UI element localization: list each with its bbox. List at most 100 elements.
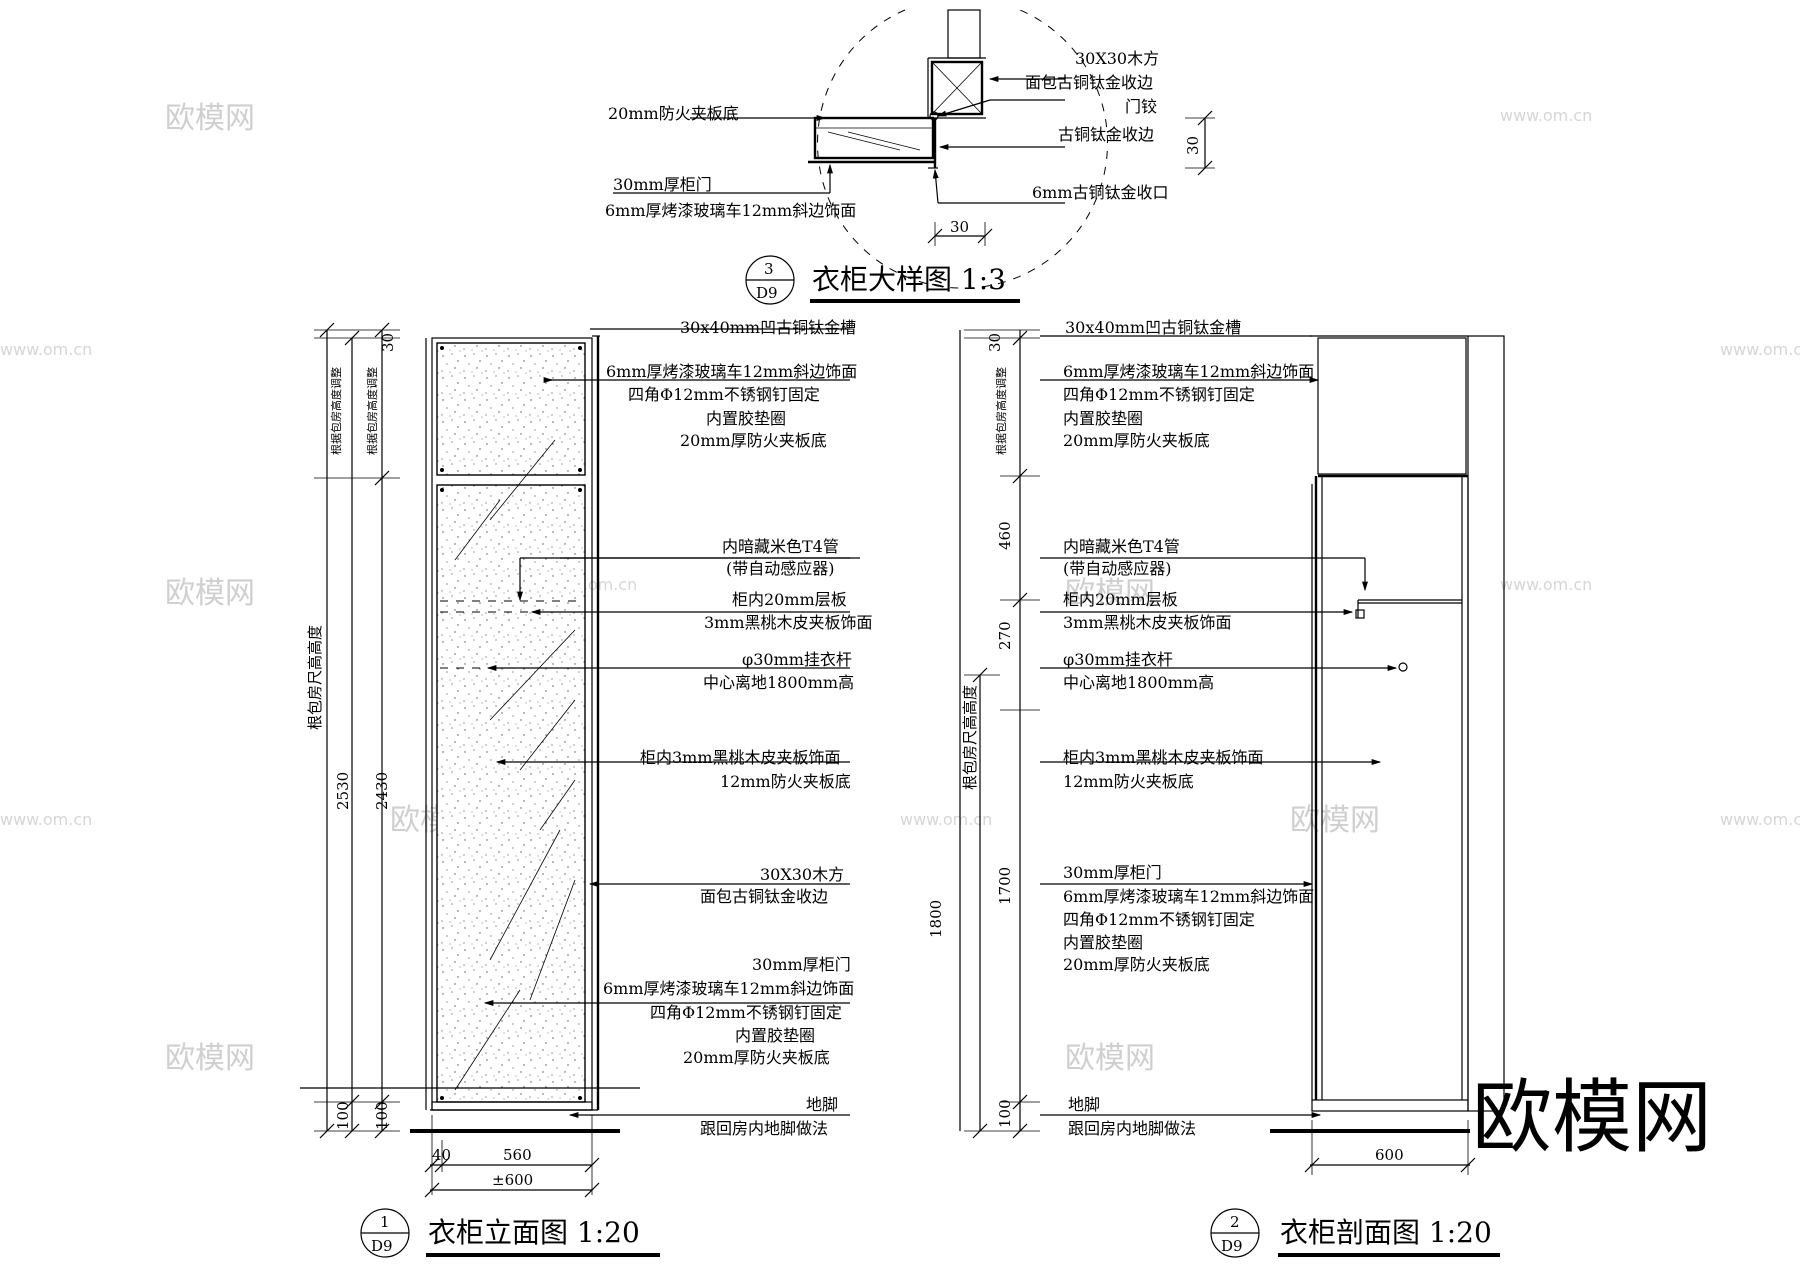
elev-label-door-4: 内置胶垫圈 bbox=[735, 1026, 815, 1045]
watermark-url: www.om.cn bbox=[0, 340, 92, 359]
elev-dim-560: 560 bbox=[503, 1146, 532, 1164]
sec-label-base-1: 地脚 bbox=[1068, 1095, 1100, 1114]
elev-dim-600: ±600 bbox=[492, 1171, 533, 1189]
detail-label-bronze-trim: 6mm古铜钛金收口 bbox=[1032, 183, 1169, 202]
top-bulkhead bbox=[1317, 337, 1467, 475]
elev-label-veneer-1: 柜内3mm黑桃木皮夹板饰面 bbox=[640, 748, 841, 767]
elev-dim-2530: 2530 bbox=[334, 772, 352, 810]
detail-label-wood-square: 30X30木方 bbox=[1075, 49, 1159, 68]
sec-label-rod-2: 中心离地1800mm高 bbox=[1063, 673, 1214, 692]
sec-label-door-2: 6mm厚烤漆玻璃车12mm斜边饰面 bbox=[1063, 887, 1314, 906]
sec-vlabel-room-height: 根包房尺高高度 bbox=[961, 685, 979, 790]
detail-dim-30-h: 30 bbox=[950, 218, 969, 236]
elev-label-door-2: 6mm厚烤漆玻璃车12mm斜边饰面 bbox=[603, 979, 854, 998]
watermark-url: www.om.cn bbox=[1500, 106, 1592, 125]
elev-label-door-3: 四角Φ12mm不锈钢钉固定 bbox=[650, 1003, 842, 1022]
elev-vlabel-room-height: 根包房尺高高度 bbox=[306, 625, 324, 730]
sec-label-veneer-1: 柜内3mm黑桃木皮夹板饰面 bbox=[1063, 748, 1264, 767]
sec-label-door-1: 30mm厚柜门 bbox=[1063, 863, 1162, 882]
sec-label-door-5: 20mm厚防火夹板底 bbox=[1063, 955, 1210, 974]
elev-label-rod-1: φ30mm挂衣杆 bbox=[742, 650, 852, 669]
watermark-logo: 欧模网 bbox=[165, 576, 255, 611]
elev-vlabel-adjust-1: 根据包房高度调整 bbox=[329, 367, 343, 455]
door-glass-panel bbox=[436, 484, 586, 1103]
detail-title: 衣柜大样图 1:3 bbox=[812, 263, 1006, 296]
hanging-rod bbox=[1398, 662, 1408, 672]
sec-dim-270: 270 bbox=[996, 621, 1014, 650]
elev-ref-num: 1 bbox=[380, 1213, 390, 1231]
elev-ref-sheet: D9 bbox=[371, 1237, 393, 1255]
elev-dim-100b: 100 bbox=[373, 1101, 391, 1130]
upper-glass-panel bbox=[436, 342, 586, 476]
watermark-url: www.om.cn bbox=[1720, 810, 1800, 829]
elev-label-glass-1: 6mm厚烤漆玻璃车12mm斜边饰面 bbox=[606, 362, 857, 381]
wall-stub bbox=[947, 9, 981, 59]
elev-label-shelf-1: 柜内20mm层板 bbox=[732, 590, 847, 609]
detail-label-door: 30mm厚柜门 bbox=[613, 175, 712, 194]
door-panel bbox=[813, 116, 935, 160]
sec-label-groove: 30x40mm凹古铜钛金槽 bbox=[1065, 318, 1241, 337]
elev-label-glass-4: 20mm厚防火夹板底 bbox=[680, 431, 827, 450]
elev-label-glass-3: 内置胶垫圈 bbox=[706, 409, 786, 428]
detail-ref-num: 3 bbox=[764, 260, 774, 278]
elev-label-t4-1: 内暗藏米色T4管 bbox=[722, 537, 839, 556]
elev-title: 衣柜立面图 1:20 bbox=[428, 1216, 640, 1249]
watermarks: 欧模网 欧模网 欧模网 欧模网 欧模网 欧模网 欧模网 www.om.cn ww… bbox=[0, 101, 1800, 1076]
sec-dim-460: 460 bbox=[996, 521, 1014, 550]
watermark-logo: 欧模网 bbox=[165, 101, 255, 136]
sec-label-t4-1: 内暗藏米色T4管 bbox=[1063, 537, 1180, 556]
sec-dim-100: 100 bbox=[996, 1099, 1014, 1128]
watermark-logo: 欧模网 bbox=[1065, 576, 1155, 611]
watermark-logo: 欧模网 bbox=[1065, 1041, 1155, 1076]
elev-label-wood-1: 30X30木方 bbox=[760, 865, 844, 884]
elevation-drawing: 40 560 ±600 2530 2430 30 100 100 根包房尺高高度… bbox=[300, 318, 873, 1258]
sec-vlabel-adjust: 根据包房高度调整 bbox=[994, 367, 1008, 455]
sec-label-shelf-1: 柜内20mm层板 bbox=[1063, 590, 1178, 609]
sec-label-shelf-2: 3mm黑桃木皮夹板饰面 bbox=[1063, 613, 1232, 632]
elev-label-glass-2: 四角Φ12mm不锈钢钉固定 bbox=[628, 385, 820, 404]
detail-dim-30-v: 30 bbox=[1184, 136, 1202, 155]
sec-ref-sheet: D9 bbox=[1221, 1237, 1243, 1255]
elev-dim-30: 30 bbox=[379, 333, 397, 352]
sec-title: 衣柜剖面图 1:20 bbox=[1280, 1216, 1492, 1249]
sec-label-veneer-2: 12mm防火夹板底 bbox=[1063, 772, 1194, 791]
detail-ref-sheet: D9 bbox=[756, 284, 778, 302]
watermark-url: www.om.cn bbox=[1500, 575, 1592, 594]
elev-dim-40: 40 bbox=[432, 1146, 451, 1164]
elev-label-groove: 30x40mm凹古铜钛金槽 bbox=[680, 318, 856, 337]
sec-label-door-4: 内置胶垫圈 bbox=[1063, 933, 1143, 952]
sec-label-rod-1: φ30mm挂衣杆 bbox=[1063, 650, 1173, 669]
elev-label-shelf-2: 3mm黑桃木皮夹板饰面 bbox=[704, 613, 873, 632]
watermark-url: www.om.cn bbox=[1720, 340, 1800, 359]
sec-ref-num: 2 bbox=[1230, 1213, 1240, 1231]
elev-label-door-5: 20mm厚防火夹板底 bbox=[683, 1048, 830, 1067]
omodel-logo: 欧模网 bbox=[1472, 1071, 1712, 1164]
detail-label-hinge: 门铰 bbox=[1125, 97, 1157, 116]
elev-label-door-1: 30mm厚柜门 bbox=[752, 955, 851, 974]
sec-dim-1800: 1800 bbox=[927, 900, 945, 938]
sec-dim-1700: 1700 bbox=[996, 867, 1014, 905]
elev-label-t4-2: (带自动感应器) bbox=[726, 559, 835, 578]
detail-boundary-circle bbox=[817, 9, 1108, 289]
watermark-logo: 欧模网 bbox=[1290, 803, 1380, 838]
elev-label-wood-2: 面包古铜钛金收边 bbox=[700, 887, 828, 906]
wood-square bbox=[930, 60, 984, 116]
sec-label-glass-2: 四角Φ12mm不锈钢钉固定 bbox=[1063, 385, 1255, 404]
elev-label-base-1: 地脚 bbox=[806, 1095, 838, 1114]
detail-label-bronze-edge: 古铜钛金收边 bbox=[1058, 125, 1154, 144]
detail-label-door-glass: 6mm厚烤漆玻璃车12mm斜边饰面 bbox=[605, 201, 856, 220]
elev-dim-2430: 2430 bbox=[373, 772, 391, 810]
elev-dim-100: 100 bbox=[334, 1101, 352, 1130]
watermark-url: www.om.cn bbox=[0, 810, 92, 829]
sec-label-glass-1: 6mm厚烤漆玻璃车12mm斜边饰面 bbox=[1063, 362, 1314, 381]
sec-label-door-3: 四角Φ12mm不锈钢钉固定 bbox=[1063, 910, 1255, 929]
detail-drawing: 30 30 20mm防火夹板底 30X30木方 面包古铜钛金收边 门铰 古铜钛金… bbox=[605, 9, 1215, 305]
sec-label-glass-4: 20mm厚防火夹板底 bbox=[1063, 431, 1210, 450]
watermark-url: www.om.cn bbox=[900, 810, 992, 829]
sec-label-glass-3: 内置胶垫圈 bbox=[1063, 409, 1143, 428]
wall bbox=[1467, 335, 1505, 1112]
detail-label-wood-square-edge: 面包古铜钛金收边 bbox=[1025, 73, 1153, 92]
sec-label-base-2: 跟回房内地脚做法 bbox=[1068, 1119, 1196, 1138]
detail-label-fire-board: 20mm防火夹板底 bbox=[608, 104, 739, 123]
